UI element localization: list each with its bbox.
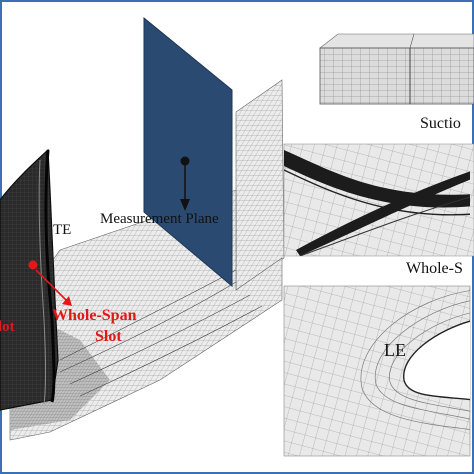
blade-trailing-edge xyxy=(44,149,56,403)
label-measurement-plane: Measurement Plane xyxy=(100,211,219,227)
blade-edge-highlight xyxy=(38,159,46,405)
box-front-face xyxy=(319,47,474,105)
label-le: LE xyxy=(384,340,406,360)
endwall-mesh-back xyxy=(235,79,285,291)
label-suction-partial: Suctio xyxy=(420,115,461,132)
label-whole-span-slot-line1: Whole-Span xyxy=(52,307,137,324)
slot-marker-dot xyxy=(28,260,38,270)
measurement-probe-dot xyxy=(180,156,190,166)
le-blade-shape xyxy=(403,320,470,401)
blade-surface xyxy=(0,148,59,411)
passage-lower-blade xyxy=(296,171,470,256)
label-whole-span-slot-line2: Slot xyxy=(95,328,122,345)
label-whole-span-partial: Whole-S xyxy=(406,260,463,277)
suction-box-panel: Suctio xyxy=(319,33,474,132)
measurement-arrow-head xyxy=(180,199,190,211)
passage-upper-blade xyxy=(284,150,470,208)
slot-arrow-head xyxy=(62,296,72,306)
label-te: TE xyxy=(53,222,71,238)
whole-span-passage-panel: Whole-S xyxy=(283,143,474,277)
label-left-partial: lot xyxy=(0,319,15,335)
leading-edge-panel: LE xyxy=(283,285,471,457)
measurement-plane xyxy=(143,16,233,288)
left-3d-mesh-panel: TE Measurement Plane Whole-Span Slot lot xyxy=(0,16,285,441)
box-top-face xyxy=(319,33,474,49)
wake-mesh-lines xyxy=(59,269,263,397)
slot-arrow-line xyxy=(35,269,67,301)
